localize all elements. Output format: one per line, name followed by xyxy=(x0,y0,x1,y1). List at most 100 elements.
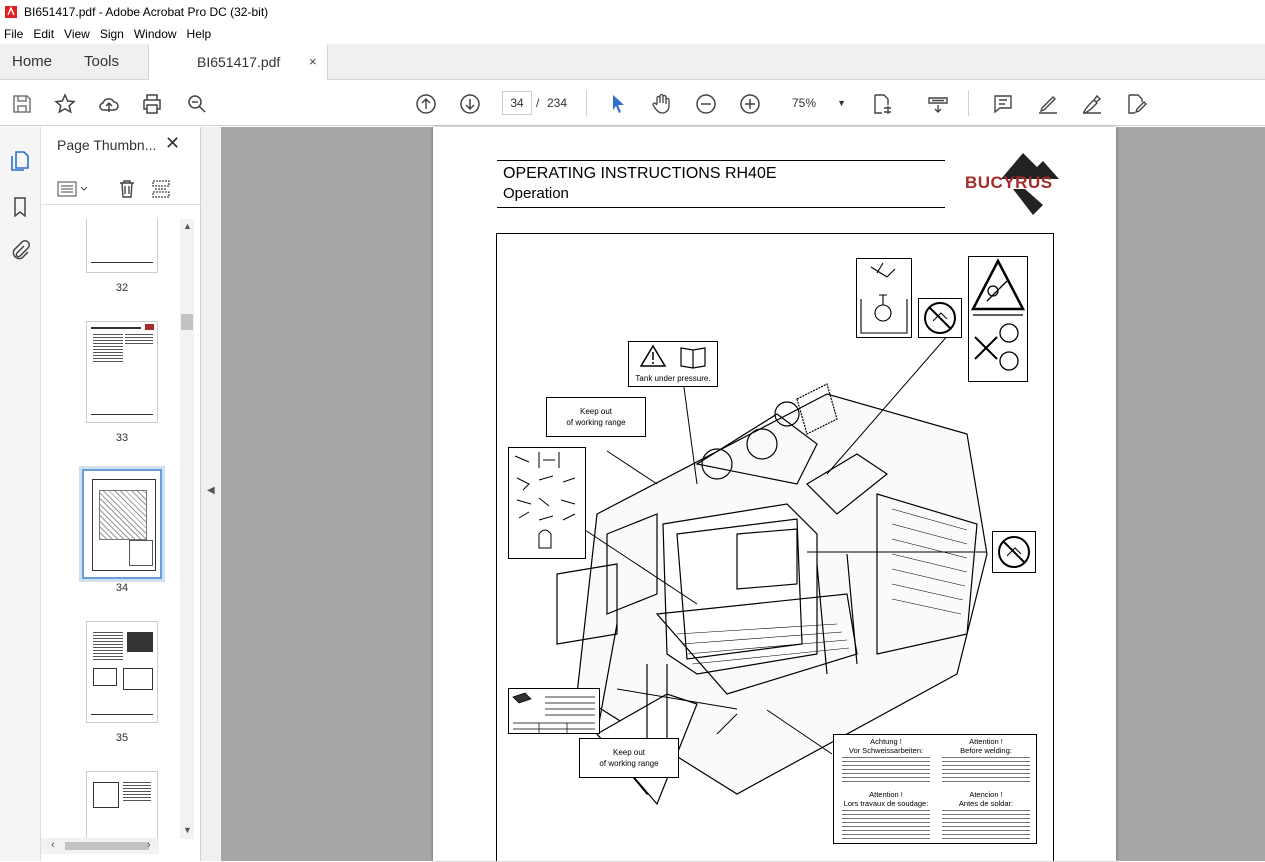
page-total: 234 xyxy=(547,96,568,110)
sign-pen-icon[interactable] xyxy=(1080,92,1104,116)
thumbnail-scrollbar[interactable]: ▲ ▼ xyxy=(180,219,194,839)
tank-pressure-label: Tank under pressure. xyxy=(635,374,711,383)
edit-pdf-icon[interactable] xyxy=(1124,92,1148,116)
thumbnail-label: 35 xyxy=(115,732,129,744)
operating-pictograms-icon xyxy=(514,452,576,549)
thumbnail-hscrollbar[interactable]: ‹ › xyxy=(41,838,159,854)
zoom-value: 75% xyxy=(792,96,817,110)
menu-bar: File Edit View Sign Window Help xyxy=(0,24,1265,44)
engine-warning-icon xyxy=(860,262,908,334)
toolbar-separator xyxy=(586,90,587,116)
type-plate-icon xyxy=(512,692,595,733)
toolbar-separator xyxy=(968,90,969,116)
previous-page-icon[interactable] xyxy=(414,92,438,116)
menu-help[interactable]: Help xyxy=(186,27,212,41)
page-number-input[interactable]: 34 xyxy=(502,91,532,115)
welding-notice-en-body xyxy=(942,757,1030,785)
window-title: BI651417.pdf - Adobe Acrobat Pro DC (32-… xyxy=(24,5,269,19)
comment-icon[interactable] xyxy=(991,92,1015,116)
chevron-right-icon[interactable]: › xyxy=(147,839,151,851)
machine-diagram: Tank under pressure. Keep out of working… xyxy=(496,233,1054,861)
welding-notice-en: Attention ! Before welding: xyxy=(960,737,1012,755)
engine-pictogram xyxy=(856,258,912,338)
search-icon[interactable] xyxy=(185,92,209,116)
thumbnail-label: 32 xyxy=(115,282,129,294)
prohibition-icon xyxy=(998,536,1030,568)
document-title: OPERATING INSTRUCTIONS RH40E xyxy=(503,165,777,182)
panel-close-icon[interactable]: ✕ xyxy=(165,133,181,153)
panel-toolbar xyxy=(41,173,201,205)
keep-out-callout: Keep out of working range xyxy=(546,397,646,437)
zoom-out-icon[interactable] xyxy=(694,92,718,116)
scrollbar-thumb[interactable] xyxy=(65,842,149,850)
insert-pages-icon[interactable] xyxy=(151,179,171,199)
thumbnail-label: 34 xyxy=(115,582,129,594)
menu-sign[interactable]: Sign xyxy=(99,27,124,41)
page-fit-icon[interactable] xyxy=(870,92,894,116)
hand-tool-icon[interactable] xyxy=(650,92,674,116)
keep-out-callout: Keep out of working range xyxy=(579,738,679,778)
scroll-mode-icon[interactable] xyxy=(926,92,950,116)
welding-notice-fr: Attention ! Lors travaux de soudage: xyxy=(843,790,929,808)
menu-file[interactable]: File xyxy=(4,27,24,41)
chevron-down-icon[interactable]: ▼ xyxy=(183,825,192,835)
page-thumbnails-icon[interactable] xyxy=(8,149,32,173)
star-icon[interactable] xyxy=(53,92,77,116)
tab-home[interactable]: Home xyxy=(12,53,53,70)
welding-notice-de: Achtung ! Vor Schweissarbeiten: xyxy=(848,737,924,755)
panel-collapse-handle[interactable]: ◀ xyxy=(201,127,221,861)
zoom-in-icon[interactable] xyxy=(738,92,762,116)
tab-close-icon[interactable]: × xyxy=(309,54,317,69)
chevron-up-icon[interactable]: ▲ xyxy=(183,221,192,231)
thumbnail-list: 32 33 34 35 xyxy=(41,219,181,839)
thumbnail-page[interactable] xyxy=(86,219,158,273)
tab-bar: Home Tools BI651417.pdf × xyxy=(0,44,1265,81)
tab-tools[interactable]: Tools xyxy=(84,53,120,70)
scrollbar-thumb[interactable] xyxy=(181,314,193,330)
zoom-dropdown[interactable]: 75% ▼ xyxy=(782,91,852,115)
attachment-icon[interactable] xyxy=(8,239,32,263)
delete-icon[interactable] xyxy=(118,179,136,199)
highlight-icon[interactable] xyxy=(1036,92,1060,116)
thumbnail-label: 33 xyxy=(115,432,129,444)
main-toolbar xyxy=(0,80,1265,126)
welding-notice-de-body xyxy=(842,757,930,785)
print-icon[interactable] xyxy=(140,92,164,116)
menu-view[interactable]: View xyxy=(64,27,90,41)
chevron-left-icon[interactable]: ‹ xyxy=(51,839,55,851)
tab-document[interactable]: BI651417.pdf × xyxy=(148,44,328,81)
welding-notice-es: Atencion ! Antes de soldar: xyxy=(958,790,1014,808)
select-cursor-icon[interactable] xyxy=(606,92,630,116)
thumbnail-page[interactable] xyxy=(86,771,158,839)
welding-notice-es-body xyxy=(942,810,1030,840)
no-access-pictogram-2 xyxy=(992,531,1036,573)
chevron-left-icon: ◀ xyxy=(207,485,215,496)
page-separator: / xyxy=(536,96,540,110)
welding-notice: Achtung ! Vor Schweissarbeiten: Attentio… xyxy=(833,734,1037,844)
bucyrus-logo-icon xyxy=(1001,153,1059,215)
acrobat-icon xyxy=(5,6,17,18)
next-page-icon[interactable] xyxy=(458,92,482,116)
pdf-page: OPERATING INSTRUCTIONS RH40E Operation B… xyxy=(433,127,1116,861)
thumbnail-page[interactable] xyxy=(86,621,158,723)
pictogram-panel xyxy=(508,447,586,559)
bookmark-icon[interactable] xyxy=(8,195,32,219)
upload-cloud-icon[interactable] xyxy=(97,92,121,116)
tank-pressure-callout: Tank under pressure. xyxy=(628,341,718,387)
no-access-pictogram xyxy=(918,298,962,338)
options-menu-icon[interactable] xyxy=(57,181,89,197)
save-icon[interactable] xyxy=(10,92,34,116)
type-plate xyxy=(508,688,600,734)
chevron-down-icon: ▼ xyxy=(837,98,846,108)
thumbnail-page-selected[interactable] xyxy=(82,469,162,579)
menu-edit[interactable]: Edit xyxy=(33,27,55,41)
header-rule xyxy=(497,160,945,161)
thumbnail-page[interactable] xyxy=(86,321,158,423)
header-rule xyxy=(497,207,945,208)
welding-notice-fr-body xyxy=(842,810,930,840)
brand-name: BUCYRUS xyxy=(965,173,1053,192)
warning-triangle-icon xyxy=(639,344,706,369)
crush-hazard-pictogram xyxy=(968,256,1028,382)
menu-window[interactable]: Window xyxy=(133,27,177,41)
title-bar: BI651417.pdf - Adobe Acrobat Pro DC (32-… xyxy=(0,0,1265,24)
